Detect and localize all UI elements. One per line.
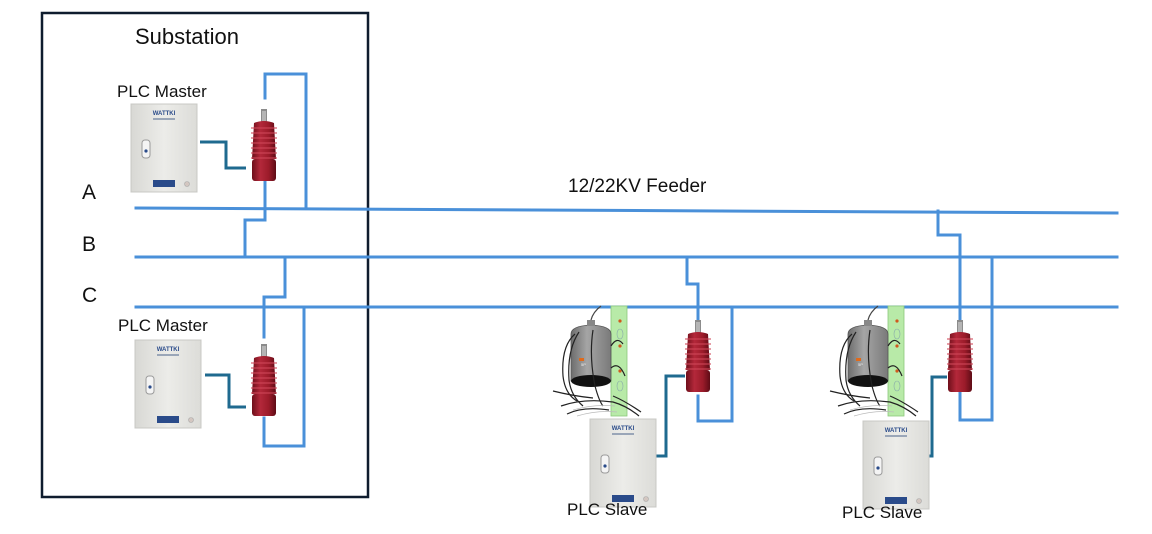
phase-b-label: B	[82, 233, 96, 256]
substation-label: Substation	[135, 24, 239, 49]
plc-slave-2-label: PLC Slave	[842, 503, 922, 522]
plc-master-top: PLC Master	[117, 82, 278, 193]
plc-master-bottom-label: PLC Master	[118, 316, 208, 335]
slave-2-wiring	[909, 209, 994, 458]
plc-master-top-insulator	[250, 108, 278, 182]
plc-master-bottom-cabinet	[134, 339, 202, 429]
pole-transformer-2	[829, 305, 919, 417]
master-top-wiring	[200, 72, 308, 259]
phase-c-label: C	[82, 284, 97, 307]
plc-slave-1-label: PLC Slave	[567, 500, 647, 519]
plc-slave-2-insulator	[946, 319, 974, 393]
phase-a-label: A	[82, 181, 96, 204]
master-bottom-wiring	[205, 255, 306, 448]
plc-slave-1-insulator	[684, 319, 712, 393]
plc-slave-1: PLC Slave	[552, 305, 712, 519]
plc-master-bottom: PLC Master	[118, 316, 278, 429]
plc-slave-2-cabinet	[862, 420, 930, 510]
plc-master-top-label: PLC Master	[117, 82, 207, 101]
feeder-label: 12/22KV Feeder	[568, 176, 707, 197]
plc-slave-1-cabinet	[589, 418, 657, 508]
substation-frame	[40, 11, 370, 499]
plc-slave-2: PLC Slave	[829, 305, 974, 522]
pole-transformer-1	[552, 305, 642, 417]
plc-master-bottom-insulator	[250, 343, 278, 417]
plc-master-top-cabinet	[130, 103, 198, 193]
phase-a-line	[134, 206, 1119, 215]
